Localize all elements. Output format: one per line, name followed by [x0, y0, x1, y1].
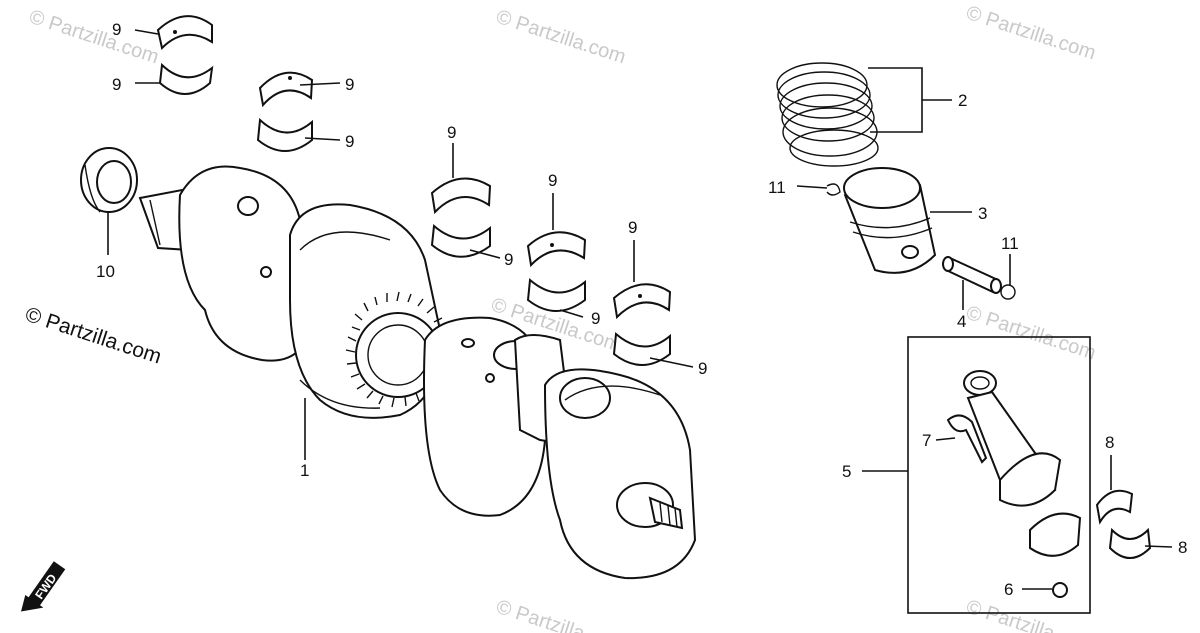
- bearing-shell-9h: [526, 277, 586, 312]
- piston-pin-clip-right: [1000, 284, 1016, 300]
- callout-4: 4: [957, 312, 966, 331]
- callout-9-center-lower: 9: [504, 250, 513, 269]
- crankshaft-part: [138, 165, 697, 580]
- watermark-main: © Partzilla.com: [22, 303, 164, 369]
- bearing-shell-9i: [612, 283, 672, 320]
- rod-bearing-8a: [1095, 489, 1134, 525]
- callout-9-far-right-upper: 9: [628, 218, 637, 237]
- callout-9-top-left-lower: 9: [112, 75, 121, 94]
- callout-8-upper: 8: [1105, 433, 1114, 452]
- piston-pin-clip-left: [826, 183, 841, 196]
- callout-5: 5: [842, 462, 851, 481]
- callout-9-far-right-lower: 9: [698, 359, 707, 378]
- bearing-shell-9j: [612, 331, 671, 366]
- forward-direction-indicator: FWD: [21, 561, 66, 612]
- watermark-top-right: © Partzilla.com: [963, 2, 1098, 65]
- callout-6: 6: [1004, 580, 1013, 599]
- bearing-shell-9e: [430, 177, 492, 215]
- callout-11-right: 11: [1001, 234, 1019, 253]
- rod-bearing-8b: [1108, 527, 1152, 559]
- connecting-rod-part: [946, 370, 1082, 598]
- callout-11-left: 11: [768, 178, 786, 197]
- watermark-top-left: © Partzilla.com: [26, 6, 161, 69]
- leader-lines: [107, 29, 1173, 590]
- bearing-shells-group: [156, 15, 672, 366]
- bearing-shell-9c: [258, 71, 314, 108]
- callout-7: 7: [922, 431, 931, 450]
- callout-8-lower: 8: [1178, 538, 1187, 557]
- rod-nut-part: [1052, 582, 1068, 598]
- watermark-mid-right: © Partzilla.com: [963, 302, 1098, 365]
- watermark-bottom-center: © Partzilla.com: [493, 596, 628, 633]
- watermark-top-center: © Partzilla.com: [493, 6, 628, 69]
- callout-10: 10: [96, 262, 115, 281]
- callout-9-upper-middle: 9: [345, 75, 354, 94]
- bearing-shell-9d: [256, 117, 313, 152]
- watermark-bottom-right: © Partzilla.com: [963, 596, 1098, 633]
- callout-9-right-lower: 9: [591, 309, 600, 328]
- callout-3: 3: [978, 204, 987, 223]
- oil-seal-part: [80, 147, 138, 213]
- piston-part: [843, 167, 937, 274]
- callout-9-center-upper: 9: [447, 123, 456, 142]
- callout-2: 2: [958, 91, 967, 110]
- connecting-rod-assembly-box: [907, 336, 1091, 614]
- callout-9-right-upper: 9: [548, 171, 557, 190]
- rod-bolt-part: [946, 414, 988, 464]
- bearing-shell-9g: [526, 231, 587, 268]
- piston-rings-part: [776, 62, 879, 167]
- bearing-shell-9f: [430, 224, 491, 258]
- piston-pin-part: [942, 256, 1002, 294]
- bearing-shell-9b: [158, 62, 214, 95]
- callout-9-top-left-upper: 9: [112, 20, 121, 39]
- callout-1: 1: [300, 461, 309, 480]
- callout-9-lower-middle: 9: [345, 132, 354, 151]
- bearing-shell-9a: [156, 15, 213, 50]
